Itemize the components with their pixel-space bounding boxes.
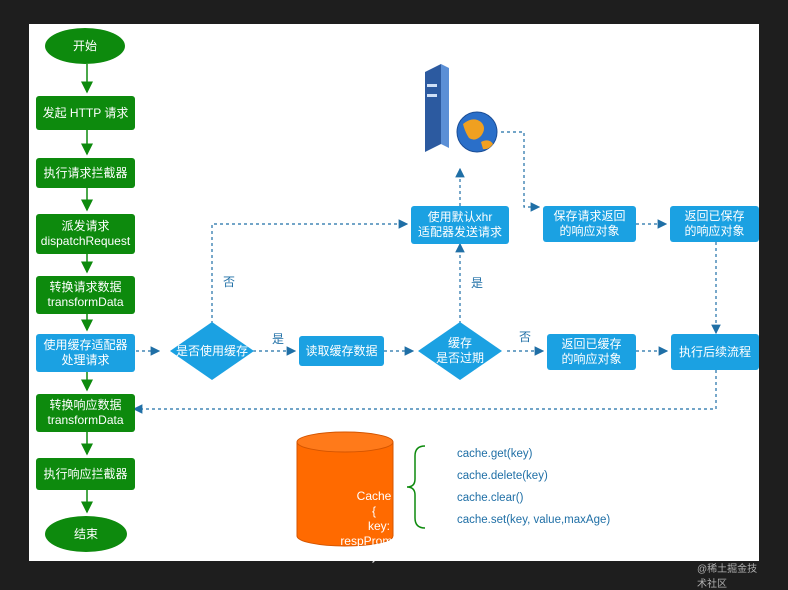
methods-brace [406,445,426,529]
flowchart-canvas: 开始 发起 HTTP 请求 执行请求拦截器 派发请求 dispatchReque… [29,24,759,590]
cache-store-label: Cache { key: respPromise } [340,489,408,563]
transform-response-step: 转换响应数据 transformData [36,394,135,432]
transform-request-step: 转换请求数据 transformData [36,276,135,314]
edge-label-yes-use: 是 [272,332,285,346]
use-cache-adapter-step: 使用缓存适配器 处理请求 [36,334,135,372]
return-saved-response-step: 返回已保存 的响应对象 [670,206,759,242]
cache-method-set: cache.set(key, value,maxAge) [457,514,611,526]
end-node: 结束 [45,516,127,552]
save-response-step: 保存请求返回 的响应对象 [543,206,636,242]
return-cached-response-step: 返回已缓存 的响应对象 [547,334,636,370]
cache-store-cylinder [296,431,394,547]
default-xhr-adapter-step: 使用默认xhr 适配器发送请求 [411,206,509,244]
send-http-request-step: 发起 HTTP 请求 [36,96,135,130]
cache-method-clear: cache.clear() [457,492,524,504]
watermark: @稀土掘金技术社区 [697,564,758,590]
edge-label-no-expired: 否 [519,330,532,344]
dispatch-request-step: 派发请求 dispatchRequest [36,214,135,254]
edge-label-no-top: 否 [223,275,236,289]
use-cache-decision [170,322,254,380]
cache-method-delete: cache.delete(key) [457,470,548,482]
response-interceptor-step: 执行响应拦截器 [36,458,135,490]
connectors-layer [81,64,721,547]
read-cache-step: 读取缓存数据 [299,336,384,366]
cache-flow-arrows [130,131,721,414]
request-interceptor-step: 执行请求拦截器 [36,158,135,188]
cache-method-get: cache.get(key) [457,448,533,460]
use-cache-question: 是否使用缓存 [175,343,248,358]
edge-label-yes-expired: 是 [471,276,484,290]
continue-flow-step: 执行后续流程 [671,334,759,370]
cache-expired-decision [418,322,502,380]
start-node: 开始 [45,28,125,64]
server-globe-icon [425,64,498,153]
cache-expired-question: 缓存 是否过期 [435,336,484,365]
